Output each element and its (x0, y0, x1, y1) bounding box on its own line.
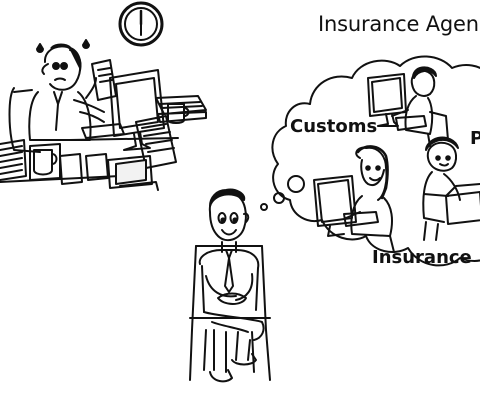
thinking-man-figure (189, 188, 271, 383)
cloud-worker-top (367, 66, 449, 147)
label-p-fragment: P (470, 128, 480, 149)
label-insurance: Insurance (372, 247, 472, 268)
cloud-worker-box (422, 136, 480, 241)
clock-icon (118, 1, 164, 47)
label-customs: Customs (290, 116, 378, 137)
cloud-worker-woman (313, 145, 395, 253)
scene-title: Insurance Agen (318, 12, 479, 36)
stressed-worker-figure (8, 39, 117, 153)
cluttered-desk (0, 69, 207, 191)
